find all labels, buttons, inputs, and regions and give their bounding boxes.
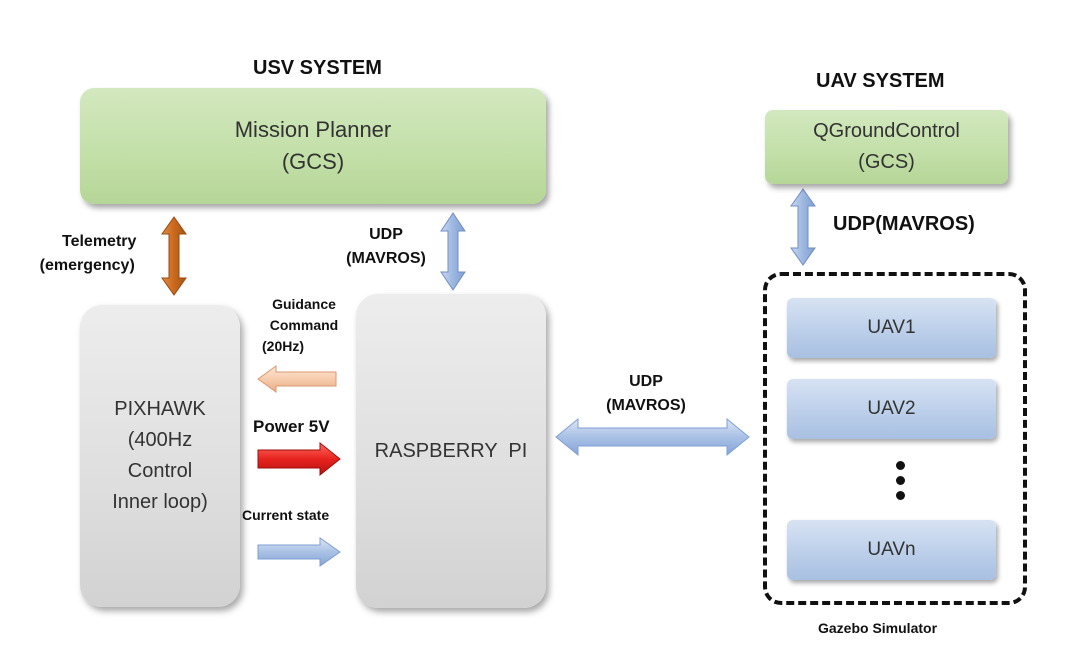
gazebo-simulator-label: Gazebo Simulator [818, 620, 938, 636]
mission-planner-gcs-label: (GCS) [281, 149, 345, 174]
udp-link-label: UDP (MAVROS) [590, 370, 702, 418]
udp-link-arrow [555, 417, 750, 457]
pixhawk-label: PIXHAWK [114, 398, 206, 420]
guidance-line3: (20Hz) [262, 338, 305, 354]
pixhawk-inner-loop: Inner loop) [112, 491, 208, 513]
ellipsis-dot [896, 476, 905, 485]
udp-top-label: UDP (MAVROS) [338, 223, 434, 271]
qgroundcontrol-box: QGroundControl (GCS) [765, 110, 1008, 184]
uav2-box: UAV2 [787, 379, 996, 439]
pixhawk-control: Control [127, 460, 193, 482]
uav1-box: UAV1 [787, 298, 996, 358]
pixhawk-box: PIXHAWK (400Hz Control Inner loop) [80, 305, 240, 607]
telemetry-arrow [161, 216, 187, 296]
gazebo-simulator-frame [763, 272, 1027, 605]
mission-planner-label: Mission Planner [234, 117, 392, 142]
uav-system-title: UAV SYSTEM [816, 70, 945, 92]
udp-link-line1: UDP [629, 373, 663, 390]
telemetry-line1: Telemetry [62, 233, 137, 250]
udp-top-arrow [440, 212, 466, 291]
udp-qgc-arrow [790, 188, 816, 266]
guidance-arrow [257, 365, 337, 393]
current-state-label: Current state [242, 507, 330, 523]
telemetry-label: Telemetry (emergency) [40, 230, 137, 278]
guidance-line2: Command [269, 317, 339, 333]
ellipsis-dot [896, 491, 905, 500]
power-label: Power 5V [253, 417, 330, 436]
guidance-line1: Guidance [272, 296, 336, 312]
uav1-label: UAV1 [867, 317, 916, 338]
raspberry-pi-box: RASPBERRY PI [356, 294, 546, 608]
raspberry-pi-label: RASPBERRY PI [374, 439, 528, 462]
telemetry-line2: (emergency) [39, 257, 135, 274]
power-arrow [257, 441, 341, 477]
udp-mavros-uav-label: UDP(MAVROS) [833, 213, 975, 235]
guidance-label: Guidance Command (20Hz) [262, 294, 346, 357]
current-state-arrow [257, 537, 341, 567]
ellipsis-dot [896, 461, 905, 470]
udp-top-line2: (MAVROS) [346, 250, 426, 267]
uavn-label: UAVn [867, 539, 916, 560]
pixhawk-rate: (400Hz [127, 429, 193, 451]
udp-top-line1: UDP [369, 226, 403, 243]
uav2-label: UAV2 [867, 398, 916, 419]
uavn-box: UAVn [787, 520, 996, 580]
usv-system-title: USV SYSTEM [253, 57, 382, 79]
qgroundcontrol-gcs-label: (GCS) [858, 151, 915, 173]
qgroundcontrol-label: QGroundControl [813, 120, 960, 142]
udp-link-line2: (MAVROS) [606, 397, 686, 414]
mission-planner-box: Mission Planner (GCS) [80, 88, 546, 204]
